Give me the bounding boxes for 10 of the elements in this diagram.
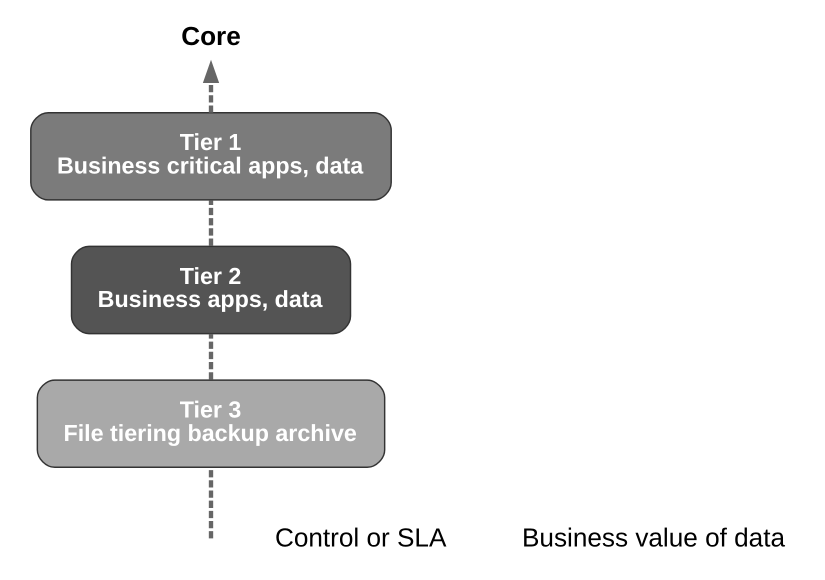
node-box: Tier 1 Business critical apps, data: [30, 112, 392, 201]
label: Control or SLA: [274, 522, 446, 552]
connector: [208, 334, 213, 380]
label: Business value of data: [521, 522, 785, 552]
arrow: [202, 60, 219, 113]
node-box: Tier 2 Business apps, data: [70, 246, 351, 334]
connector: [208, 200, 213, 246]
connector: [208, 468, 213, 538]
node-box: Tier 3 File tiering backup archive: [36, 379, 385, 468]
node-text: Core: [180, 20, 240, 51]
